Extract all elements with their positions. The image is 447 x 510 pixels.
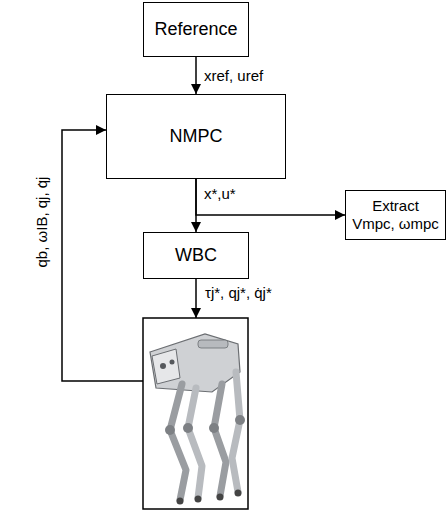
node-text: Extract [372, 197, 419, 215]
node-text: Vmpc, ωmpc [352, 215, 439, 233]
signal-label: τj*, qj*, q̇j* [205, 284, 272, 302]
robot-knee [235, 415, 245, 425]
signal-label: qb, ωIB, qj, q̇j [33, 177, 51, 268]
robot-head [152, 349, 180, 384]
robot-knee [183, 423, 193, 433]
robot-sensor [160, 363, 166, 369]
robot-top-plate [198, 340, 228, 348]
robot-foot [195, 496, 202, 503]
robot-box [143, 318, 248, 509]
robot-knee [209, 423, 219, 433]
node-text: NMPC [170, 126, 223, 148]
robot-foot [235, 490, 242, 497]
nmpc-box: NMPC [106, 94, 286, 179]
flow-arrow [196, 179, 345, 215]
robot-sensor [170, 360, 175, 365]
robot-leg [232, 372, 240, 492]
robot-foot [217, 494, 224, 501]
flow-arrow [195, 57, 197, 94]
robot-leg [170, 384, 186, 500]
node-text: Reference [154, 19, 237, 41]
robot-leg [188, 388, 202, 498]
signal-label: x*,u* [204, 185, 236, 203]
robot-foot [177, 498, 184, 505]
command-arrow [195, 279, 197, 318]
robot-illustration [150, 334, 245, 505]
wbc-box: WBC [143, 232, 249, 279]
node-text: WBC [175, 245, 217, 267]
robot-leg [214, 384, 226, 496]
signal-label: xref, uref [204, 67, 263, 85]
robot-knee [165, 425, 175, 435]
extract-box: ExtractVmpc, ωmpc [345, 190, 446, 240]
robot-body [150, 334, 240, 392]
reference-box: Reference [143, 2, 249, 57]
